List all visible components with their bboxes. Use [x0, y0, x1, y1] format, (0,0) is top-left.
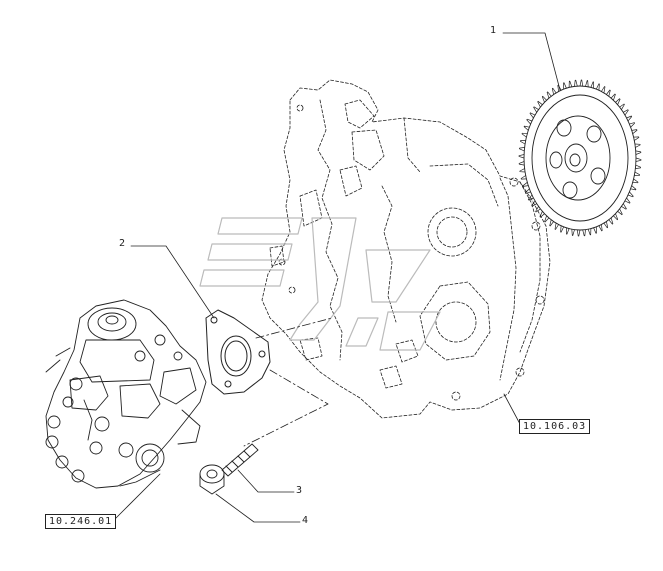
- stud: [221, 443, 259, 477]
- watermark-logo: [199, 217, 441, 351]
- gasket: [205, 309, 271, 395]
- leader-lines: [113, 32, 561, 523]
- engine-block: [261, 79, 551, 419]
- reference-injection-pump[interactable]: 10.246.01: [45, 514, 117, 529]
- reference-engine-block[interactable]: 10.106.03: [519, 419, 591, 434]
- callout-1: 1: [490, 25, 497, 36]
- callout-4: 4: [302, 515, 309, 526]
- assembly-lines: [243, 317, 333, 447]
- injection-pump: [45, 299, 207, 489]
- flange-nut: [199, 464, 225, 495]
- callout-3: 3: [296, 485, 303, 496]
- callout-2: 2: [119, 238, 126, 249]
- timing-gear: [518, 79, 642, 237]
